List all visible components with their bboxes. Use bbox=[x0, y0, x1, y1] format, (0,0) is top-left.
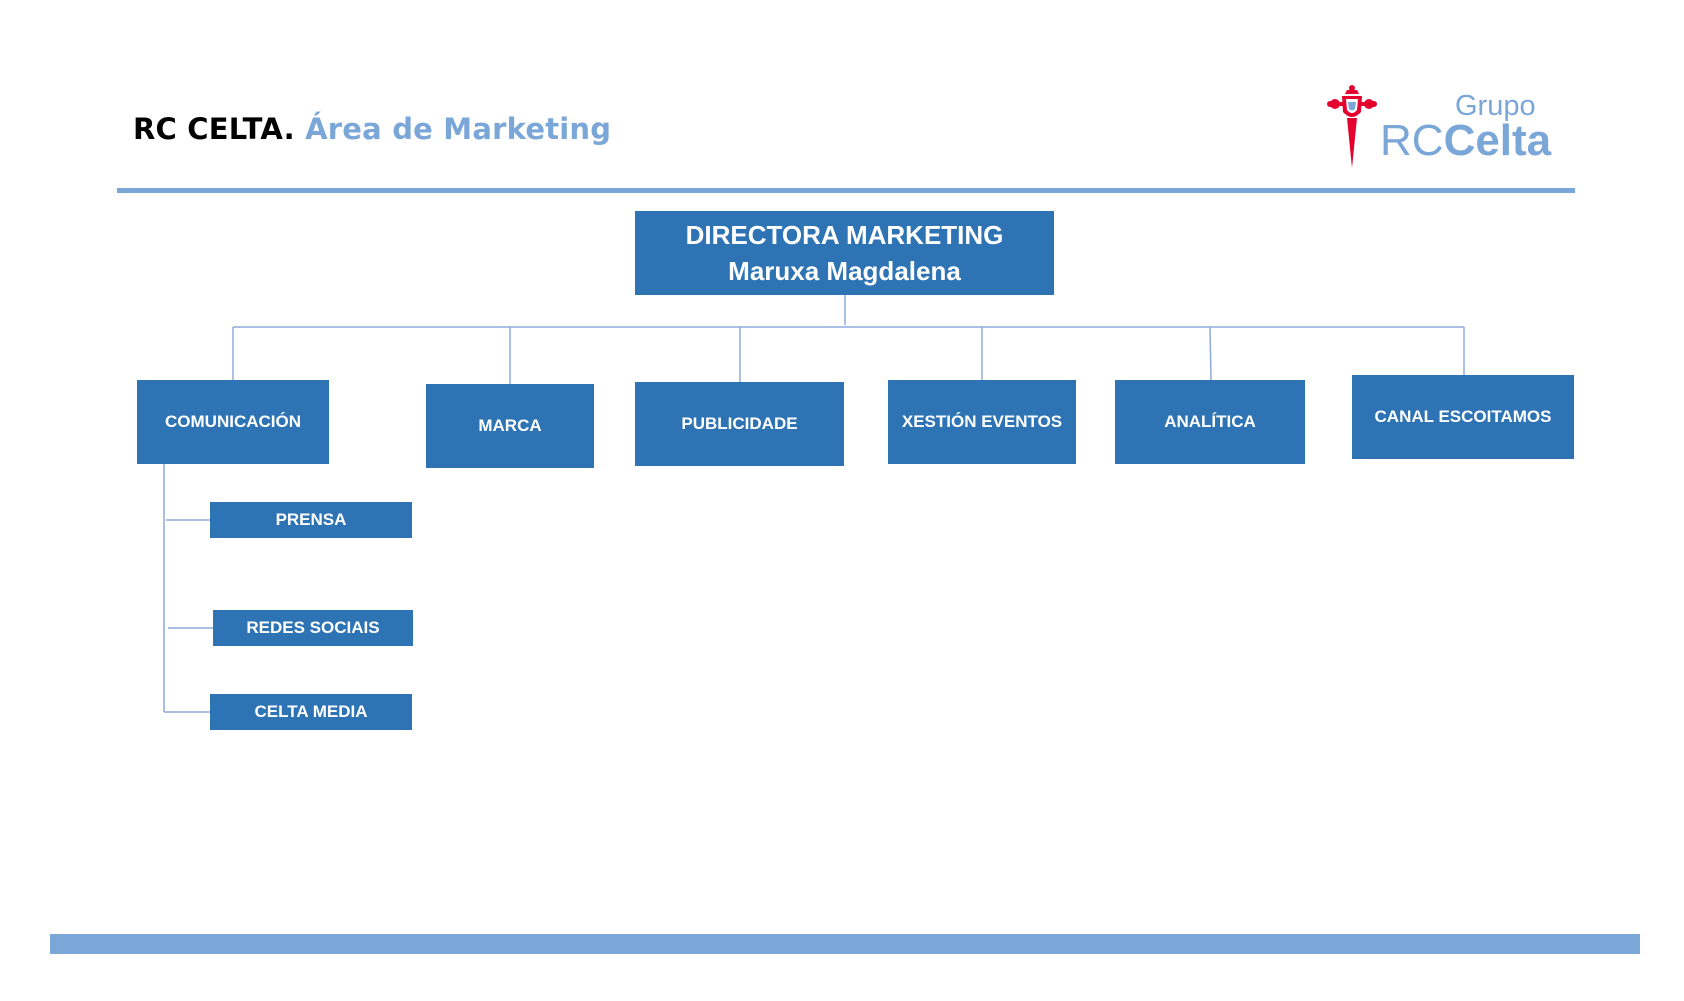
dept-canal-escoitamos: CANAL ESCOITAMOS bbox=[1352, 375, 1574, 459]
footer-bar bbox=[50, 934, 1640, 954]
grupo-rc-celta-logo: Grupo RCCelta bbox=[1325, 78, 1565, 178]
dept-xestion-eventos: XESTIÓN EVENTOS bbox=[888, 380, 1076, 464]
dept-publicidade: PUBLICIDADE bbox=[635, 382, 844, 466]
sub-redes-sociais: REDES SOCIAIS bbox=[213, 610, 413, 646]
dept-analitica: ANALÍTICA bbox=[1115, 380, 1305, 464]
page-title: RC CELTA. Área de Marketing bbox=[133, 112, 611, 146]
logo-word-rccelta: RCCelta bbox=[1380, 116, 1551, 166]
celta-cross-crest-icon bbox=[1327, 85, 1377, 168]
sub-celta-media: CELTA MEDIA bbox=[210, 694, 412, 730]
dept-comunicacion: COMUNICACIÓN bbox=[137, 380, 329, 464]
title-club: RC CELTA. bbox=[133, 112, 295, 146]
logo-word-celta: Celta bbox=[1443, 116, 1552, 165]
head-role: DIRECTORA MARKETING bbox=[685, 220, 1004, 250]
title-area: Área de Marketing bbox=[305, 112, 612, 146]
dept-marca: MARCA bbox=[426, 384, 594, 468]
sub-prensa: PRENSA bbox=[210, 502, 412, 538]
head-director-box: DIRECTORA MARKETING Maruxa Magdalena bbox=[635, 211, 1054, 295]
head-name: Maruxa Magdalena bbox=[728, 256, 961, 286]
logo-word-grupo: Grupo bbox=[1455, 90, 1536, 122]
logo-word-rc: RC bbox=[1380, 116, 1444, 165]
header-divider bbox=[117, 188, 1575, 193]
